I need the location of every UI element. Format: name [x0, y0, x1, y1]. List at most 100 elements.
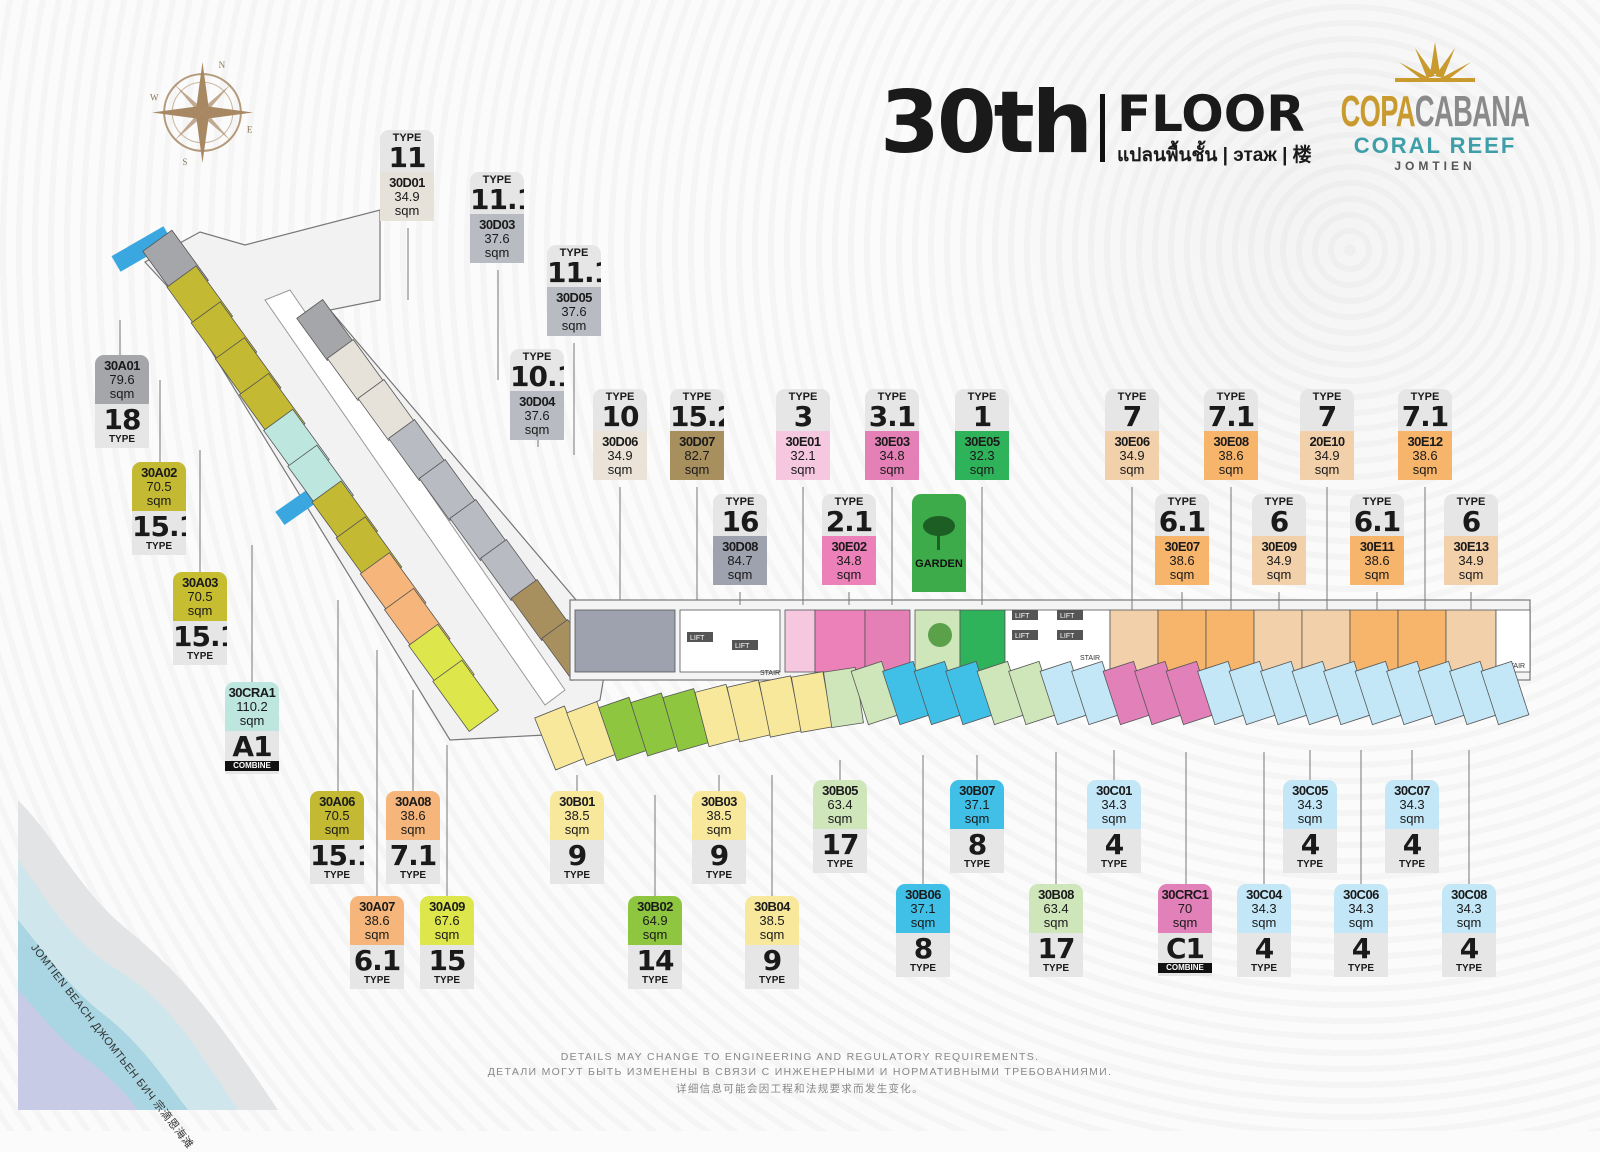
floor-label: FLOOR	[1117, 85, 1305, 143]
type-number: 6.1	[1353, 505, 1402, 538]
unit-area: 82.7	[684, 448, 710, 463]
type-word: TYPE	[482, 174, 512, 186]
unit-number: 30E02	[831, 539, 867, 554]
unit-block	[574, 609, 676, 673]
unit-area: 34.3	[1348, 901, 1374, 916]
unit-block	[432, 659, 499, 733]
floor-number: 30th	[880, 73, 1093, 173]
unit-number: 30B02	[637, 899, 673, 914]
compass-e: E	[247, 125, 253, 135]
type-word: TYPE	[1264, 496, 1294, 508]
unit-number: 30D08	[722, 539, 758, 554]
type-word: TYPE	[1296, 859, 1324, 870]
unit-area: 84.7	[727, 553, 753, 568]
type-number: A1	[232, 730, 272, 763]
type-word: TYPE	[641, 975, 669, 986]
unit-sqm: sqm	[879, 462, 905, 477]
unit-area: 37.6	[561, 304, 587, 319]
unit-sqm: sqm	[1266, 567, 1292, 582]
compass-s: S	[182, 157, 187, 167]
unit-sqm: sqm	[1348, 915, 1374, 930]
unit-number: 30B03	[701, 794, 737, 809]
logo-wordmark: COPACABANA	[1333, 87, 1538, 137]
unit-sqm: sqm	[561, 318, 587, 333]
unit-sqm: sqm	[910, 915, 936, 930]
unit-area: 34.9	[607, 448, 633, 463]
unit-area: 79.6	[109, 372, 135, 387]
unit-number: 30E07	[1164, 539, 1200, 554]
type-word: TYPE	[826, 859, 854, 870]
unit-area: 67.6	[434, 913, 460, 928]
unit-area: 38.6	[1412, 448, 1438, 463]
type-word: TYPE	[1362, 496, 1392, 508]
type-word: TYPE	[363, 975, 391, 986]
stair-label: STAIR	[1080, 655, 1100, 662]
unit-sqm: sqm	[1456, 915, 1482, 930]
type-word: TYPE	[909, 963, 937, 974]
unit-number: 30CRC1	[1161, 887, 1209, 902]
unit-number: 30A03	[182, 575, 218, 590]
type-number: 10.1	[510, 360, 564, 393]
type-number: 4	[1254, 932, 1274, 965]
unit-sqm: sqm	[969, 462, 995, 477]
unit-area: 37.6	[484, 231, 510, 246]
unit-sqm: sqm	[964, 811, 990, 826]
unit-sqm: sqm	[684, 462, 710, 477]
unit-number: 30E08	[1213, 434, 1249, 449]
lift-box	[1057, 610, 1083, 620]
unit-area: 38.6	[364, 913, 390, 928]
type-number: 14	[636, 944, 675, 977]
